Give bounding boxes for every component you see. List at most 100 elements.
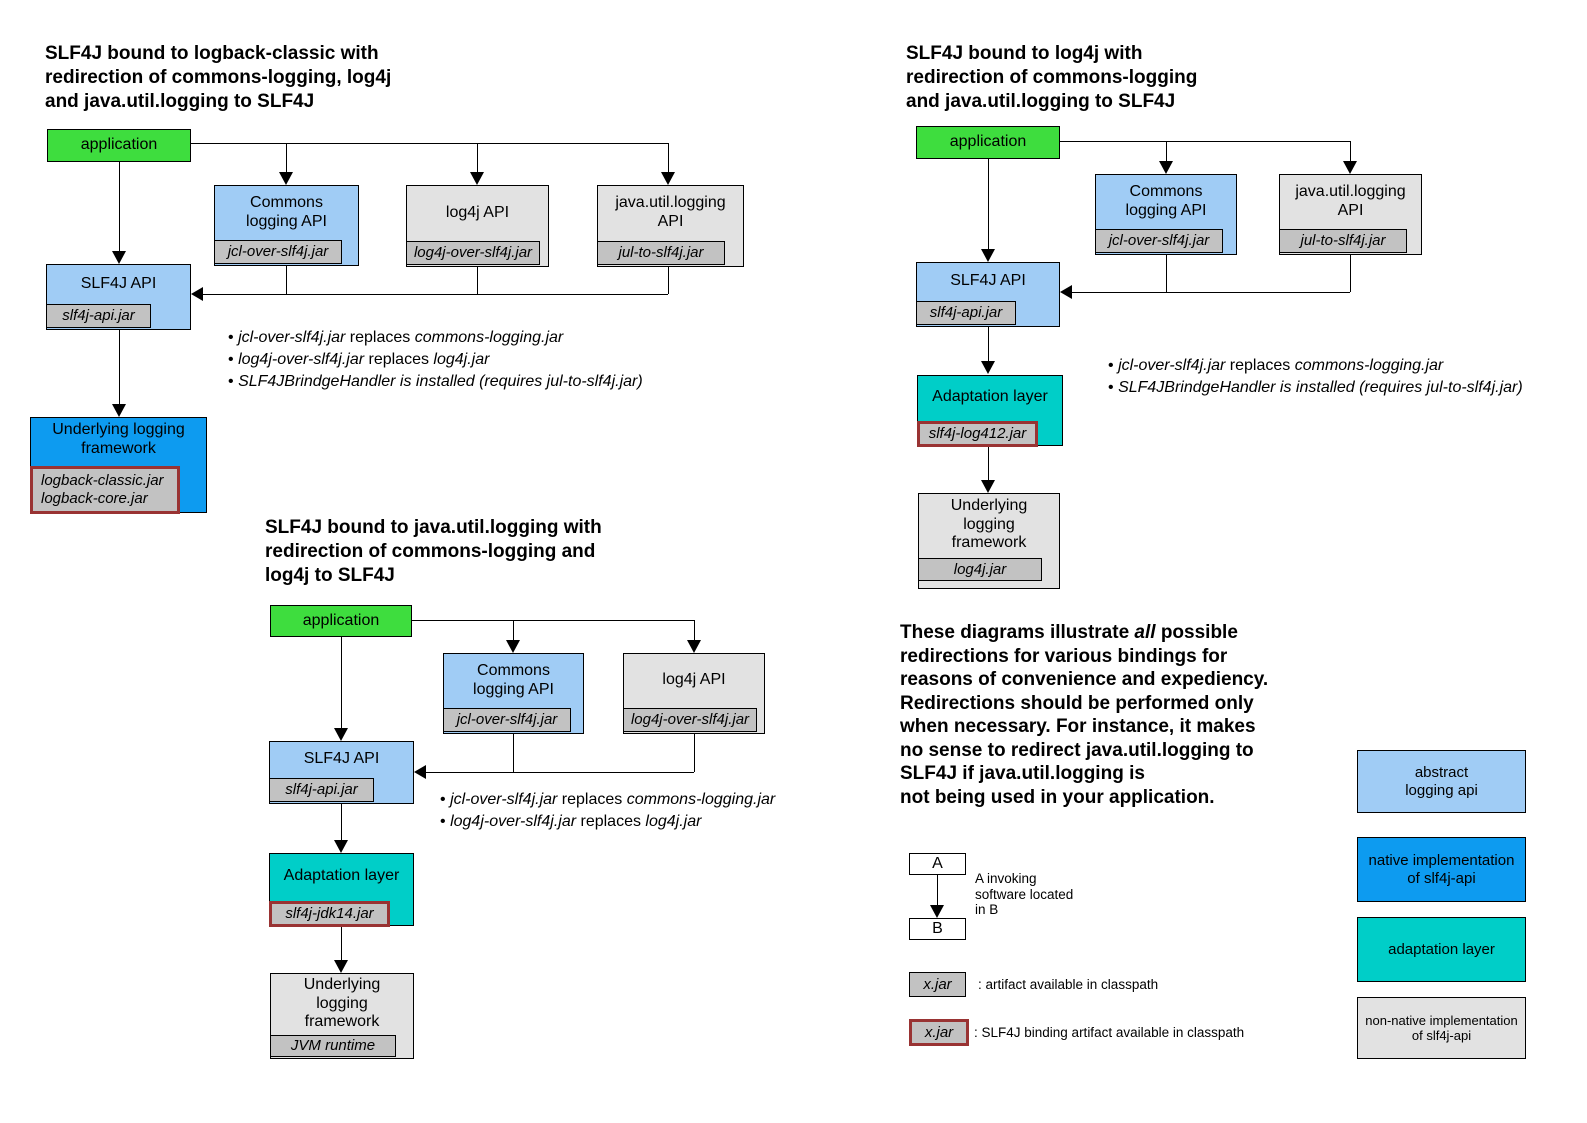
- arrow-down-icon: [1159, 161, 1173, 174]
- arrow-down-icon: [334, 728, 348, 741]
- arrow-down-icon: [930, 905, 944, 918]
- arrow-down-icon: [470, 172, 484, 185]
- legend-jar-text: : artifact available in classpath: [978, 977, 1159, 992]
- legend-abstract-logging-api-box: abstract logging api: [1357, 750, 1526, 813]
- diagram1-jul-api-label: java.util.logging API: [615, 194, 726, 230]
- connector-hline: [203, 294, 668, 295]
- connector-vline: [668, 143, 669, 173]
- arrow-down-icon: [661, 172, 675, 185]
- legend-abstract-logging-api-label: abstract logging api: [1405, 763, 1478, 799]
- note-emphasis: all: [1134, 622, 1156, 643]
- bullet-text: replaces: [1225, 357, 1295, 374]
- arrow-down-icon: [279, 172, 293, 185]
- diagram2-slf4j-log412-jar: slf4j-log412.jar: [917, 421, 1038, 447]
- connector-vline: [477, 267, 478, 294]
- diagram3-application-label: application: [302, 611, 380, 629]
- connector-vline: [694, 734, 695, 772]
- connector-vline: [119, 330, 120, 404]
- diagram3-adaptation-layer-label: Adaptation layer: [283, 867, 400, 885]
- legend-binding-jar-sample: x.jar: [909, 1019, 969, 1046]
- diagram2-commons-logging-api-box: Commons logging API jcl-over-slf4j.jar: [1095, 174, 1237, 255]
- diagram2-commons-logging-api-label: Commons logging API: [1125, 182, 1207, 219]
- diagram3-log4j-over-slf4j-jar: log4j-over-slf4j.jar: [623, 708, 757, 732]
- diagram2-application-box: application: [916, 126, 1060, 159]
- legend-jar-sample: x.jar: [909, 972, 966, 997]
- diagram3-slf4j-api-label: SLF4J API: [303, 750, 380, 768]
- diagram1-application-box: application: [47, 129, 191, 162]
- legend-nonnative-implementation-box: non-native implementation of slf4j-api: [1357, 997, 1526, 1059]
- bullet-marker: •: [440, 791, 446, 808]
- diagram1-bullet-1: • jcl-over-slf4j.jar replaces commons-lo…: [228, 327, 563, 349]
- connector-vline: [937, 875, 938, 905]
- connector-hline: [1060, 141, 1350, 142]
- diagram1-title: SLF4J bound to logback-classic with redi…: [45, 43, 392, 112]
- diagram3-title: SLF4J bound to java.util.logging with re…: [265, 517, 602, 586]
- bullet-jar-name: log4j-over-slf4j.jar: [450, 813, 577, 830]
- diagram2-jcl-over-slf4j-jar: jcl-over-slf4j.jar: [1095, 229, 1223, 253]
- diagram1-log4j-api-box: log4j API log4j-over-slf4j.jar: [406, 185, 549, 267]
- diagram1-bullet-3: • SLF4JBrindgeHandler is installed (requ…: [228, 371, 643, 393]
- legend-box-a-label: A: [932, 854, 943, 872]
- legend-box-b: B: [909, 918, 966, 940]
- bullet-jar-name: log4j.jar: [645, 813, 702, 830]
- diagram2-log4j-jar: log4j.jar: [918, 558, 1042, 581]
- arrow-down-icon: [981, 480, 995, 493]
- connector-vline: [477, 143, 478, 173]
- bullet-jar-name: log4j-over-slf4j.jar: [238, 351, 365, 368]
- diagram3-slf4j-api-jar: slf4j-api.jar: [269, 778, 374, 802]
- legend-native-implementation-box: native implementation of slf4j-api: [1357, 837, 1526, 902]
- note-paragraph: These diagrams illustrate all possible r…: [900, 621, 1320, 809]
- diagram2-title: SLF4J bound to log4j with redirection of…: [906, 43, 1198, 112]
- connector-vline: [1350, 255, 1351, 292]
- diagram1-jcl-over-slf4j-jar: jcl-over-slf4j.jar: [214, 240, 342, 264]
- diagram3-bullet-1: • jcl-over-slf4j.jar replaces commons-lo…: [440, 789, 775, 811]
- diagram3-commons-logging-api-label: Commons logging API: [473, 661, 554, 698]
- diagram3-commons-logging-api-box: Commons logging API jcl-over-slf4j.jar: [443, 653, 584, 734]
- bullet-jar-name: SLF4JBrindgeHandler is installed (requir…: [238, 373, 643, 390]
- diagram1-jul-to-slf4j-jar: jul-to-slf4j.jar: [597, 241, 725, 265]
- diagram2-application-label: application: [949, 133, 1027, 151]
- connector-vline: [988, 446, 989, 480]
- connector-vline: [341, 804, 342, 840]
- diagram1-logback-jars: logback-classic.jar logback-core.jar: [30, 466, 180, 514]
- connector-hline: [191, 143, 668, 144]
- diagram1-jul-api-box: java.util.logging API jul-to-slf4j.jar: [597, 185, 744, 267]
- note-rest: possible redirections for various bindin…: [900, 622, 1269, 808]
- arrow-down-icon: [506, 640, 520, 653]
- arrow-down-icon: [687, 640, 701, 653]
- bullet-text: replaces: [364, 351, 434, 368]
- arrow-down-icon: [334, 840, 348, 853]
- bullet-jar-name: jcl-over-slf4j.jar: [450, 791, 558, 808]
- arrow-down-icon: [981, 361, 995, 374]
- diagram1-application-label: application: [80, 136, 158, 154]
- legend-box-b-label: B: [932, 919, 943, 937]
- diagram2-bullet-1: • jcl-over-slf4j.jar replaces commons-lo…: [1108, 355, 1443, 377]
- arrow-down-icon: [1343, 161, 1357, 174]
- arrow-left-icon: [414, 765, 426, 779]
- bullet-jar-name: commons-logging.jar: [414, 329, 564, 346]
- diagram2-jul-api-label: java.util.logging API: [1295, 182, 1406, 219]
- legend-box-a: A: [909, 853, 966, 875]
- connector-hline: [426, 772, 694, 773]
- connector-hline: [412, 620, 694, 621]
- connector-vline: [694, 620, 695, 640]
- connector-hline: [1072, 292, 1350, 293]
- diagram2-bullet-2: • SLF4JBrindgeHandler is installed (requ…: [1108, 377, 1523, 399]
- connector-vline: [1166, 141, 1167, 161]
- connector-vline: [1350, 141, 1351, 161]
- connector-vline: [341, 637, 342, 728]
- diagram3-jcl-over-slf4j-jar: jcl-over-slf4j.jar: [443, 708, 571, 732]
- connector-vline: [668, 267, 669, 294]
- connector-vline: [513, 620, 514, 640]
- arrow-down-icon: [981, 249, 995, 262]
- diagram3-application-box: application: [270, 605, 412, 637]
- bullet-jar-name: SLF4JBrindgeHandler is installed (requir…: [1118, 379, 1523, 396]
- arrow-down-icon: [112, 251, 126, 264]
- bullet-marker: •: [228, 329, 234, 346]
- bullet-jar-name: jcl-over-slf4j.jar: [1118, 357, 1226, 374]
- diagram2-slf4j-api-jar: slf4j-api.jar: [916, 301, 1016, 325]
- diagram2-adaptation-layer-box: Adaptation layer slf4j-log412.jar: [917, 375, 1063, 447]
- diagram2-jul-api-box: java.util.logging API jul-to-slf4j.jar: [1279, 174, 1422, 255]
- arrow-left-icon: [191, 287, 203, 301]
- diagram2-adaptation-layer-label: Adaptation layer: [932, 388, 1048, 406]
